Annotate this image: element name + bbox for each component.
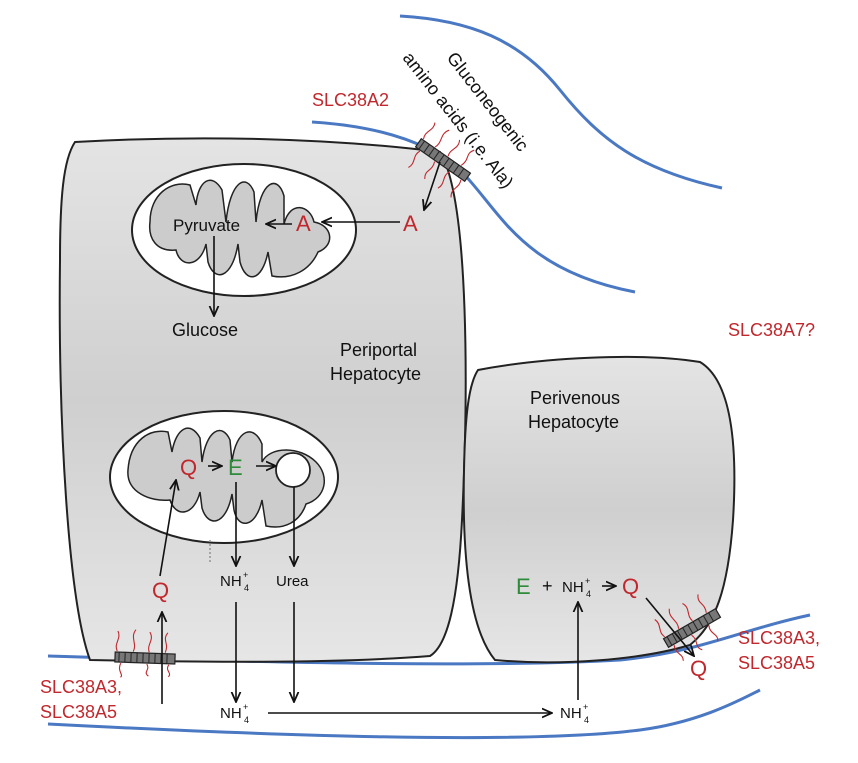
label-perivenous-2: Hepatocyte [528, 412, 619, 432]
svg-text:+: + [583, 702, 588, 712]
transporter-slc38a3-right [654, 594, 722, 661]
arrow-icon [424, 161, 441, 210]
label-nh4-pv: NH + 4 [562, 576, 591, 599]
svg-text:NH: NH [562, 579, 584, 596]
perivenous-hepatocyte [462, 355, 736, 664]
svg-text:4: 4 [584, 715, 589, 725]
label-periportal-1: Periportal [340, 340, 417, 360]
svg-text:NH: NH [560, 705, 582, 722]
label-slc38a3-right-2: SLC38A5 [738, 653, 815, 673]
svg-text:+: + [243, 570, 248, 580]
label-pyruvate: Pyruvate [173, 216, 240, 235]
label-glucose: Glucose [172, 320, 238, 340]
label-slc38a2: SLC38A2 [312, 90, 389, 110]
mitochondrion-icon [148, 179, 331, 278]
label-nh4-mito: NH + 4 [220, 570, 249, 593]
mitochondrion-top [131, 163, 357, 297]
label-e-pv: E [516, 574, 531, 599]
label-alanine-inner: A [296, 211, 311, 236]
label-plus: + [542, 576, 553, 596]
svg-text:4: 4 [244, 715, 249, 725]
svg-text:4: 4 [244, 583, 249, 593]
svg-text:4: 4 [586, 589, 591, 599]
transporter-slc38a2 [408, 122, 475, 198]
label-slc38a3-left-2: SLC38A5 [40, 702, 117, 722]
svg-text:NH: NH [220, 573, 242, 590]
label-perivenous-1: Perivenous [530, 388, 620, 408]
transporter-slc38a3-left [114, 629, 176, 678]
mitochondrion-icon [127, 427, 326, 528]
arrow-icon [159, 480, 176, 577]
label-q-pv-out: Q [690, 656, 707, 681]
svg-text:+: + [243, 702, 248, 712]
label-periportal-2: Hepatocyte [330, 364, 421, 384]
arrow-icon [645, 597, 694, 656]
label-q-pv: Q [622, 574, 639, 599]
label-nh4-blood-right: NH + 4 [560, 702, 589, 725]
label-slc38a3-right-1: SLC38A3, [738, 628, 820, 648]
svg-text:+: + [585, 576, 590, 586]
label-nh4-blood-left: NH + 4 [220, 702, 249, 725]
svg-text:NH: NH [220, 705, 242, 722]
label-q-cell: Q [152, 578, 169, 603]
label-e-mito: E [228, 455, 243, 480]
label-q-mito: Q [180, 455, 197, 480]
label-urea: Urea [276, 573, 309, 590]
label-slc38a3-left-1: SLC38A3, [40, 677, 122, 697]
label-slc38a7: SLC38A7? [728, 320, 815, 340]
arrows [159, 161, 694, 713]
urea-cycle-circle [275, 452, 311, 488]
mitochondrion-bottom [109, 410, 339, 544]
label-alanine-outer: A [403, 211, 418, 236]
